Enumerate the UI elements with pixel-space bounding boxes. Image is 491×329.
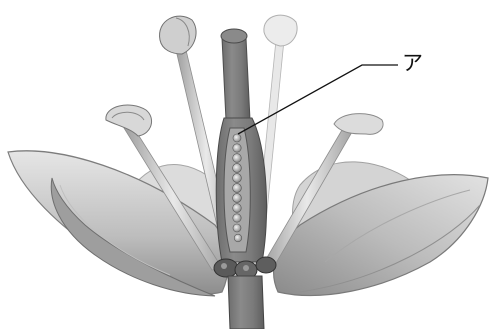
flower-stem [228, 276, 264, 329]
label-a: ア [402, 51, 423, 75]
label-a-group: ア [238, 51, 423, 134]
ovules [233, 134, 242, 242]
